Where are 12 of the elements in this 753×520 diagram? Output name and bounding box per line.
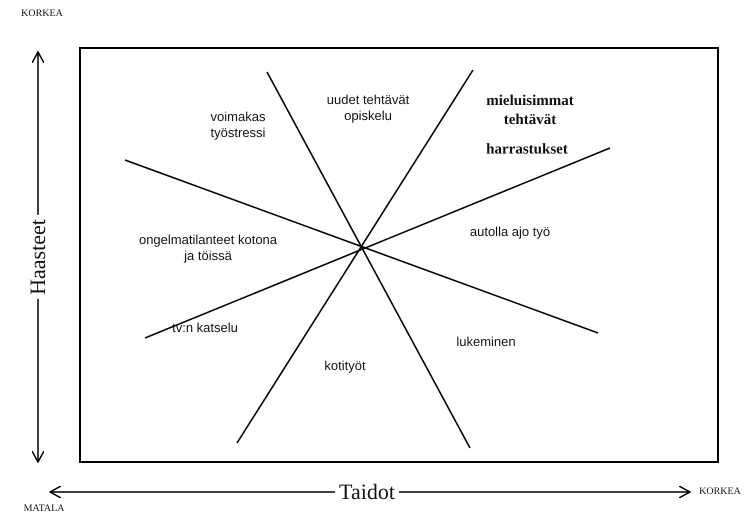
axis-value-label: KORKEA [698, 485, 742, 499]
region-label: uudet tehtävät opiskelu [326, 92, 410, 124]
region-label: kotityöt [323, 358, 367, 374]
region-label: ongelmatilanteet kotona ja töissä [138, 232, 278, 264]
region-label: lukeminen [455, 334, 517, 350]
region-label: tv:n katselu [171, 320, 239, 336]
region-label: mieluisimmat tehtävät [485, 92, 575, 130]
region-label: harrastukset [485, 140, 569, 160]
axis-value-label: MATALA [22, 502, 66, 516]
region-label: voimakas työstressi [210, 109, 266, 141]
axis-value-label: KORKEA [20, 7, 64, 21]
region-label: autolla ajo työ [468, 224, 552, 240]
